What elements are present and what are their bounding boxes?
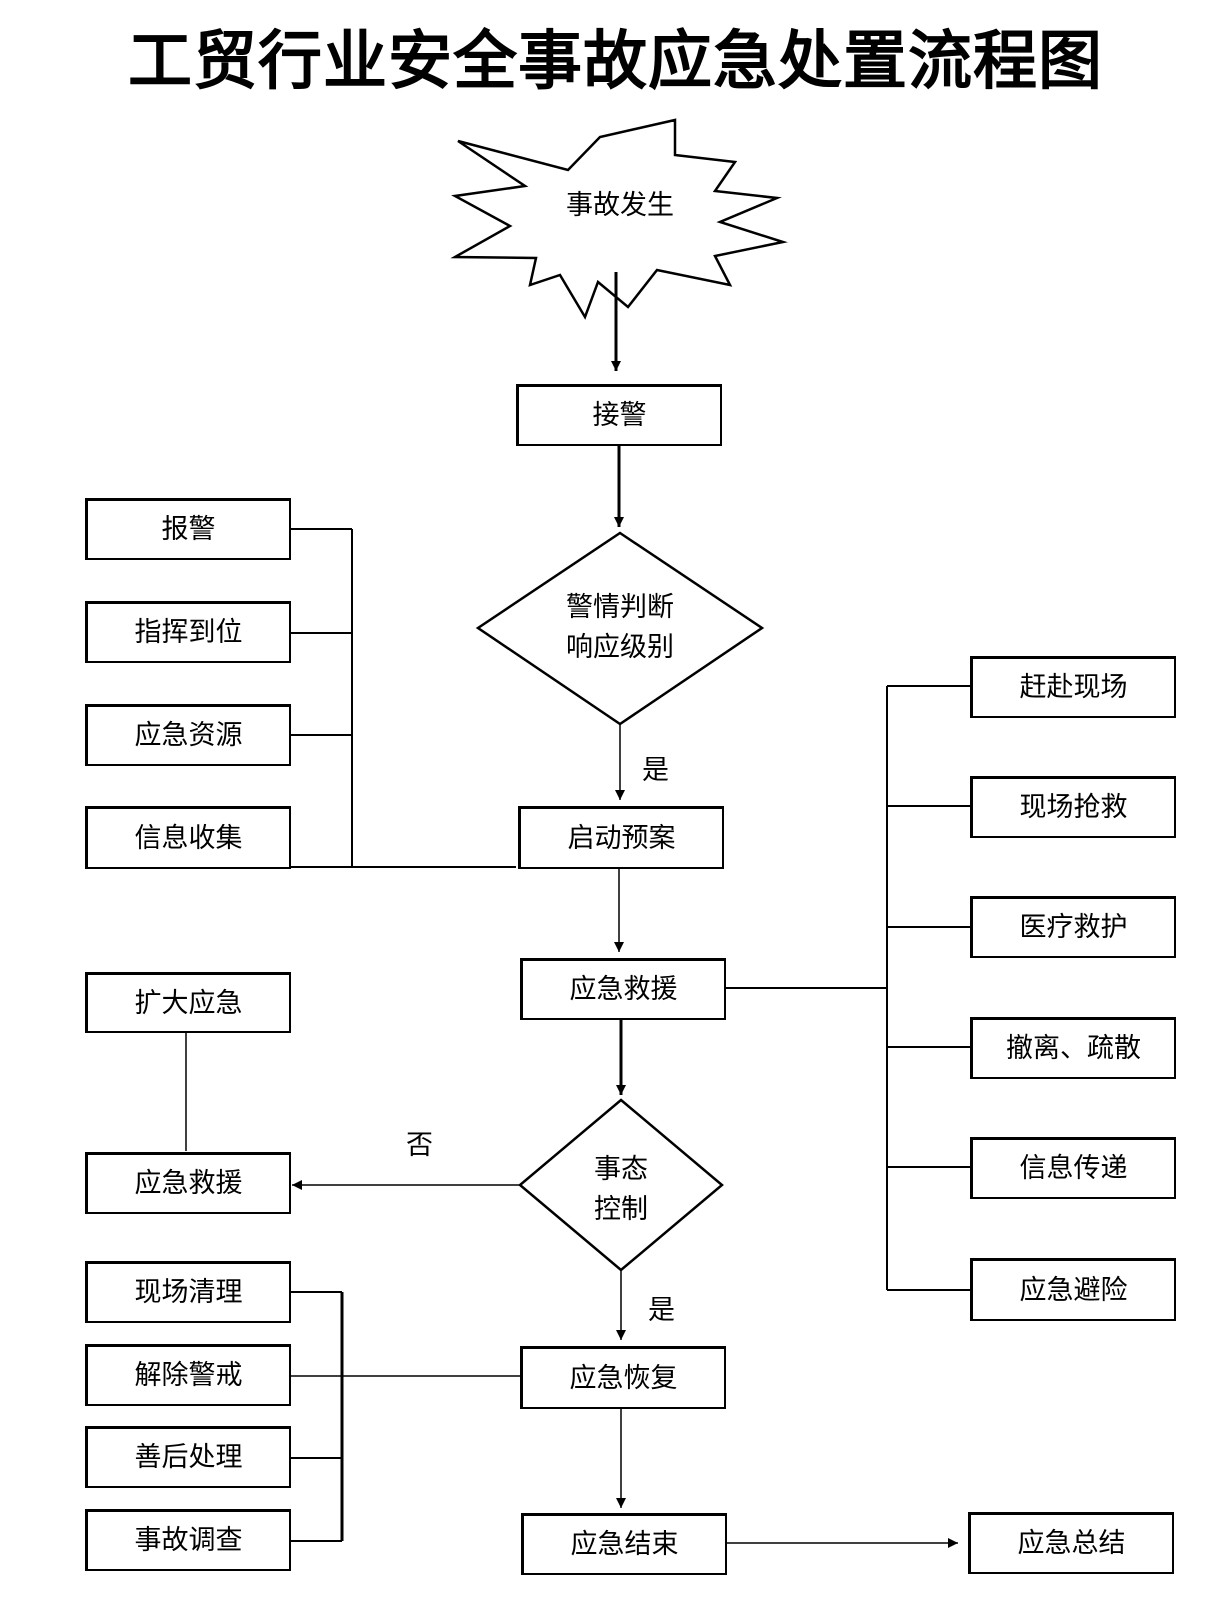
left-rescue-box: 应急救援 bbox=[85, 1152, 291, 1214]
judge-label-line1: 警情判断 bbox=[566, 592, 674, 623]
left-top-box-3: 应急资源 bbox=[85, 704, 291, 766]
right-box-5: 信息传递 bbox=[970, 1137, 1176, 1199]
right-box-6: 应急避险 bbox=[970, 1258, 1176, 1321]
expand-box: 扩大应急 bbox=[85, 972, 291, 1033]
left-top-box-4: 信息收集 bbox=[85, 806, 291, 869]
huifu-box: 应急恢复 bbox=[520, 1346, 726, 1409]
left-bottom-box-2: 解除警戒 bbox=[85, 1344, 291, 1406]
jiejing-box: 接警 bbox=[516, 384, 722, 446]
yes-label-1: 是 bbox=[642, 755, 669, 786]
left-bottom-box-4: 事故调查 bbox=[85, 1509, 291, 1571]
right-box-1: 赶赴现场 bbox=[970, 656, 1176, 718]
left-top-box-1: 报警 bbox=[85, 498, 291, 560]
jiuyuan-box: 应急救援 bbox=[520, 958, 726, 1020]
right-box-2: 现场抢救 bbox=[970, 776, 1176, 838]
state-label-line2: 控制 bbox=[594, 1194, 648, 1225]
right-box-3: 医疗救护 bbox=[970, 896, 1176, 958]
left-top-box-2: 指挥到位 bbox=[85, 601, 291, 663]
qidong-box: 启动预案 bbox=[518, 806, 724, 869]
yes-label-2: 是 bbox=[648, 1295, 675, 1326]
zongjie-box: 应急总结 bbox=[968, 1512, 1174, 1574]
state-label-line1: 事态 bbox=[594, 1154, 648, 1185]
no-label: 否 bbox=[406, 1130, 433, 1161]
page-title: 工贸行业安全事故应急处置流程图 bbox=[128, 24, 1103, 99]
start-label: 事故发生 bbox=[566, 190, 674, 221]
left-bottom-box-1: 现场清理 bbox=[85, 1261, 291, 1323]
right-box-4: 撤离、疏散 bbox=[970, 1017, 1176, 1079]
jieshu-box: 应急结束 bbox=[521, 1513, 727, 1575]
starburst-shape bbox=[450, 118, 788, 320]
judge-label-line2: 响应级别 bbox=[566, 632, 674, 663]
left-bottom-box-3: 善后处理 bbox=[85, 1426, 291, 1488]
